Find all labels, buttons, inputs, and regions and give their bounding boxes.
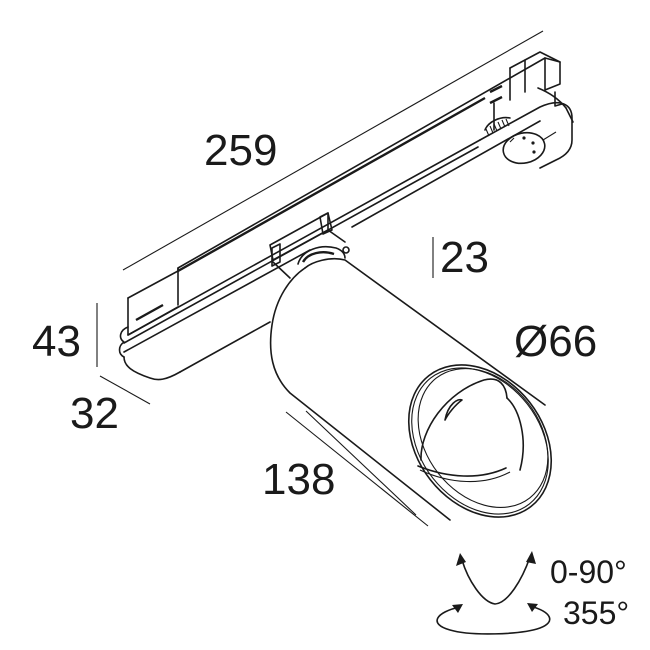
dimension-line-length	[122, 30, 544, 271]
knurled-wheel	[484, 116, 511, 137]
dimension-line-width	[99, 375, 151, 405]
center-clip	[269, 212, 350, 279]
dimension-label-length: 259	[204, 126, 277, 175]
rotary-dial-icon	[502, 131, 557, 165]
dimension-line-body-length-2	[285, 411, 429, 527]
cylinder-body	[269, 257, 553, 521]
track-adapter	[118, 51, 574, 381]
rotate-label: 355°	[563, 595, 629, 631]
dimension-label-height: 43	[32, 317, 81, 366]
dimension-label-width: 32	[70, 389, 119, 438]
rotate-arrow-icon	[436, 603, 551, 635]
dimension-label-adapter-height: 23	[440, 233, 489, 282]
lens-ring	[407, 364, 553, 518]
tilt-label: 0-90°	[550, 554, 627, 590]
dimension-label-body-length: 138	[262, 455, 335, 504]
dimension-line-body-length-1	[305, 410, 417, 516]
tilt-arrow-icon	[456, 551, 536, 605]
dimension-label-diameter: Ø66	[514, 317, 597, 366]
